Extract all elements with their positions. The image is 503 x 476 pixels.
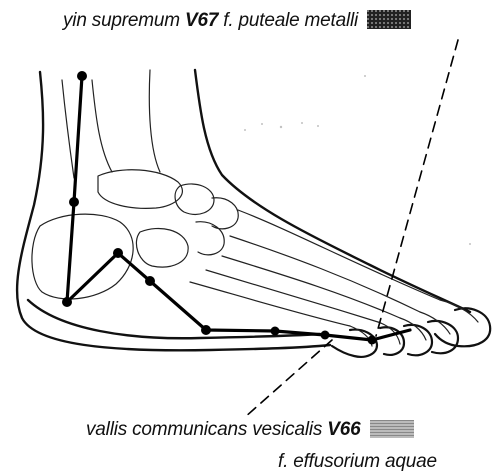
shin-front-outline <box>195 70 470 312</box>
acupoint-2 <box>69 197 79 207</box>
fibula-bone <box>62 80 74 178</box>
metatarsal-2 <box>230 236 420 312</box>
label-v67-suffix: f. puteale metalli <box>218 10 358 31</box>
metatarsal-5 <box>190 282 350 326</box>
label-v66-code: V66 <box>327 419 360 440</box>
leader-line-v66 <box>244 340 332 418</box>
label-v67: yin supremum V67 f. puteale metalli <box>63 10 411 30</box>
navicular-bone <box>175 184 214 214</box>
dark-pattern-swatch <box>367 10 411 29</box>
tibia-bone <box>92 70 160 172</box>
label-v66: vallis communicans vesicalis V66 <box>86 420 414 439</box>
acupoint-6 <box>201 325 211 335</box>
acupoint-v67 <box>368 336 377 345</box>
acupoint-7 <box>271 327 280 336</box>
cuboid-bone <box>136 228 188 267</box>
cuneiform-bones <box>196 198 238 255</box>
meridian-vertical <box>67 76 82 302</box>
label-v66-element: f. effusorium aquae <box>278 452 437 471</box>
metatarsal-1 <box>238 210 440 300</box>
label-v67-code: V67 <box>185 10 218 31</box>
acupoint-1 <box>77 71 87 81</box>
label-v66-prefix: vallis communicans vesicalis <box>86 419 327 440</box>
label-v67-prefix: yin supremum <box>63 10 185 31</box>
talus-bone <box>98 170 182 209</box>
foot-outline <box>17 70 470 350</box>
meridian-line <box>67 76 410 340</box>
acupoint-5 <box>145 276 155 286</box>
paper-specks <box>244 75 471 245</box>
acupoints <box>62 71 377 345</box>
leader-line-v67 <box>376 40 458 336</box>
big-toe <box>435 308 490 346</box>
acupoint-v66 <box>321 331 330 340</box>
acupoint-4 <box>113 248 123 258</box>
leader-lines <box>244 40 458 418</box>
meridian-zigzag <box>67 253 410 340</box>
acupoint-3 <box>62 297 72 307</box>
light-pattern-swatch <box>370 420 414 438</box>
